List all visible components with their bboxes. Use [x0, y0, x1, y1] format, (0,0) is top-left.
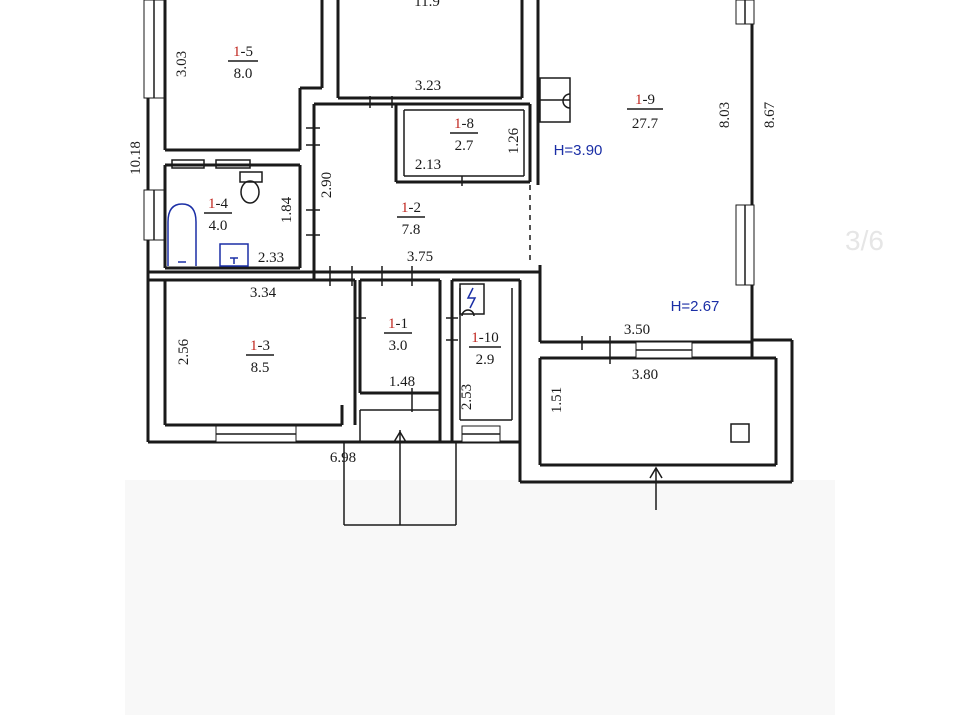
room-1-3: 1-3 8.5: [246, 338, 274, 376]
dim-3-75: 3.75: [407, 249, 433, 265]
room-1-4: 1-4 4.0: [204, 196, 232, 234]
stove-icon: [539, 77, 571, 123]
dim-6-98: 6.98: [330, 450, 356, 466]
sink-icon: [219, 243, 249, 267]
room-1-10: 1-10 2.9: [469, 330, 501, 368]
windows: [143, 0, 755, 443]
svg-text:8.5: 8.5: [251, 360, 270, 376]
dim-10-18: 10.18: [128, 141, 144, 175]
dim-3-03: 3.03: [174, 51, 190, 77]
svg-text:1-8: 1-8: [454, 116, 474, 132]
dim-1-84: 1.84: [279, 196, 295, 223]
svg-text:1-3: 1-3: [250, 338, 270, 354]
dim-3-80: 3.80: [632, 367, 658, 383]
room-1-5: 1-5 8.0: [228, 44, 258, 82]
dim-2-56: 2.56: [176, 338, 192, 365]
dim-1-48: 1.48: [389, 374, 415, 390]
svg-text:4.0: 4.0: [209, 218, 228, 234]
room-1-8: 1-8 2.7: [450, 116, 478, 154]
svg-text:1-5: 1-5: [233, 44, 253, 60]
dim-2-33: 2.33: [258, 250, 284, 266]
svg-text:1-1: 1-1: [388, 316, 408, 332]
dim-3-23: 3.23: [415, 78, 441, 94]
svg-text:2.9: 2.9: [476, 352, 495, 368]
dim-2-13: 2.13: [415, 157, 441, 173]
room-1-2: 1-2 7.8: [397, 200, 425, 238]
dim-3-34: 3.34: [250, 285, 277, 301]
room-1-9: 1-9 27.7: [627, 92, 663, 132]
svg-text:1-9: 1-9: [635, 92, 655, 108]
svg-text:1-4: 1-4: [208, 196, 228, 212]
svg-text:7.8: 7.8: [402, 222, 421, 238]
dim-1-51: 1.51: [549, 387, 565, 413]
watermark-text: 3/6: [845, 225, 884, 256]
ceiling-height-main: H=3.90: [554, 142, 603, 159]
door-marks: [306, 96, 657, 525]
dim-3-50: 3.50: [624, 322, 650, 338]
svg-text:27.7: 27.7: [632, 116, 659, 132]
veranda-arrow-icon: [649, 466, 663, 479]
dim-2-90: 2.90: [319, 172, 335, 198]
svg-text:3.0: 3.0: [389, 338, 408, 354]
svg-text:1-2: 1-2: [401, 200, 421, 216]
toilet-icon: [239, 171, 263, 204]
dim-2-53: 2.53: [459, 384, 475, 410]
entrance-arrow-icon: [393, 430, 407, 443]
room-partial-area: 11.9: [414, 0, 440, 10]
dim-8-03: 8.03: [717, 102, 733, 128]
dimension-labels: 3.03 3.23 1.26 2.13 8.03 8.67 10.18 2.90…: [128, 51, 778, 466]
chimney-icon: [730, 423, 750, 443]
bathtub-icon: [167, 203, 197, 266]
ceiling-height-veranda: H=2.67: [671, 298, 720, 315]
room-1-1: 1-1 3.0: [384, 316, 412, 354]
svg-text:2.7: 2.7: [455, 138, 474, 154]
svg-text:1-10: 1-10: [471, 330, 499, 346]
background-shadow: [125, 480, 835, 715]
dim-8-67: 8.67: [762, 101, 778, 128]
interior-walls: [148, 0, 794, 526]
svg-text:8.0: 8.0: [234, 66, 253, 82]
electric-boiler-icon: [459, 283, 485, 317]
dim-1-26: 1.26: [506, 127, 522, 154]
fixtures: [167, 77, 750, 443]
